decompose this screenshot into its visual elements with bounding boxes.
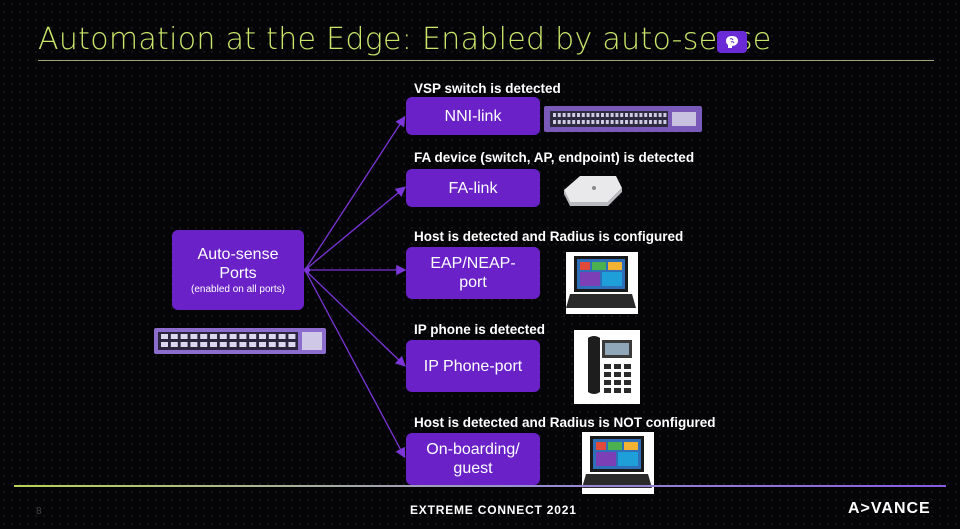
branch-label-ip-phone: IP phone is detected xyxy=(414,322,546,337)
advance-logo: A>VANCE xyxy=(848,500,931,517)
title-divider xyxy=(38,60,934,61)
ip-phone-port-box: IP Phone-port xyxy=(406,340,540,392)
branch-label-host-radius: Host is detected and Radius is configure… xyxy=(414,229,684,244)
eap-line2: port xyxy=(459,274,487,291)
switch-device xyxy=(544,104,702,139)
nni-link-box: NNI-link xyxy=(406,97,540,135)
link-onboarding xyxy=(304,269,406,459)
fa-link-text: FA-link xyxy=(448,179,498,197)
onboarding-line2: guest xyxy=(453,460,493,477)
access-point-device xyxy=(560,168,624,213)
eap-line1: EAP/NEAP- xyxy=(430,255,516,272)
fa-link-box: FA-link xyxy=(406,169,540,207)
page-number: 8 xyxy=(36,506,42,517)
branch-label-vsp: VSP switch is detected xyxy=(414,81,561,96)
link-nni xyxy=(304,115,406,271)
slide-title: Automation at the Edge: Enabled by auto-… xyxy=(38,22,772,57)
laptop-device xyxy=(566,252,638,319)
link-ipphone xyxy=(304,269,406,367)
source-subtitle: (enabled on all ports) xyxy=(191,283,285,295)
onboarding-line1: On-boarding/ xyxy=(426,441,520,458)
auto-sense-ports-box: Auto-sense Ports (enabled on all ports) xyxy=(172,230,304,310)
eap-neap-port-box: EAP/NEAP- port xyxy=(406,247,540,299)
source-line2: Ports xyxy=(219,264,257,282)
ip-phone-port-text: IP Phone-port xyxy=(423,357,523,375)
branch-label-fa: FA device (switch, AP, endpoint) is dete… xyxy=(414,150,695,165)
branch-label-host-no-radius: Host is detected and Radius is NOT confi… xyxy=(414,415,716,430)
ip-phone-device xyxy=(574,330,640,409)
footer-divider xyxy=(14,485,946,487)
laptop-device xyxy=(582,432,654,499)
onboarding-guest-box: On-boarding/ guest xyxy=(406,433,540,485)
nni-link-text: NNI-link xyxy=(444,107,502,125)
source-switch-device xyxy=(154,325,326,362)
link-fa xyxy=(304,186,407,271)
brain-icon xyxy=(717,31,747,53)
event-name: EXTREME CONNECT 2021 xyxy=(410,503,577,517)
source-line1: Auto-sense xyxy=(197,245,279,263)
